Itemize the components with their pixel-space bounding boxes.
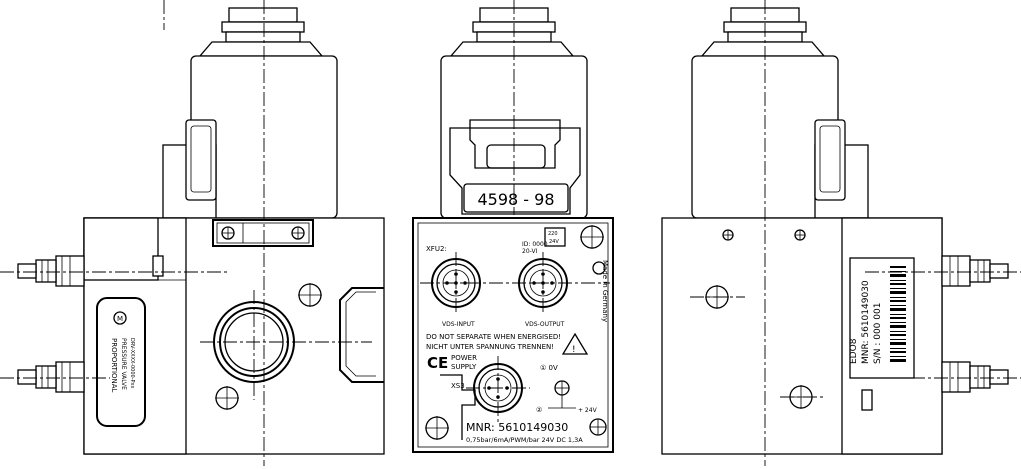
center-solenoid-cap — [449, 7, 575, 57]
center-conn-out-label: VDS-OUTPUT — [525, 321, 565, 328]
right-plate-barcode — [890, 266, 906, 362]
right-type-plate: EDO8 MNR: 5610149030 S/N : 000 001 — [849, 257, 915, 379]
center-power-2: SUPPLY — [451, 363, 477, 371]
center-pin-1: ① 0V — [540, 364, 558, 372]
left-clamp-plate — [212, 219, 314, 247]
center-holes — [425, 225, 607, 440]
center-valve-block — [412, 217, 614, 453]
center-ce-mark: CE — [427, 354, 448, 372]
center-center-lines — [420, 0, 610, 422]
left-nameplate-line-1: PROPORTIONAL — [110, 338, 118, 393]
center-made-in: Made in Germany — [601, 260, 609, 322]
svg-text:!: ! — [572, 345, 576, 355]
left-nameplate-line-2: PRESSURE VALVE — [120, 338, 127, 390]
right-plate-sn: S/N : 000 001 — [873, 303, 883, 364]
right-connector-lower — [941, 361, 1009, 393]
center-badge-1: 220 — [548, 231, 558, 237]
center-warn-de: NICHT UNTER SPANNUNG TRENNEN! — [426, 343, 554, 351]
center-connector-input: XFU2: VDS-INPUT — [426, 245, 481, 328]
center-mnr: MNR: 5610149030 — [466, 421, 568, 434]
right-plate-type: EDO8 — [849, 338, 859, 364]
center-xs-label: XS3 — [451, 382, 465, 390]
left-side-pocket — [339, 287, 384, 383]
left-nameplate-line-3: DRV-XXXX-0000-Pxx — [129, 338, 135, 388]
right-connector-upper — [941, 255, 1009, 287]
center-badge-4: 20-VI — [522, 248, 538, 255]
center-badge-2: 24V — [549, 239, 559, 245]
center-badge-3: ID: 0000 — [522, 241, 548, 248]
left-nameplate: M PROPORTIONAL PRESSURE VALVE DRV-XXXX-0… — [96, 297, 146, 427]
center-coil-label: 4598 - 98 — [477, 190, 554, 209]
right-solenoid-cap — [700, 7, 826, 57]
right-plate-mnr: MNR: 5610149030 — [861, 280, 871, 364]
center-rating: 0,75bar/6mA/PWM/bar 24V DC 1,3A — [466, 436, 583, 444]
center-warnings: DO NOT SEPARATE WHEN ENERGISED! NICHT UN… — [426, 332, 589, 372]
right-view: EDO8 MNR: 5610149030 S/N : 000 001 — [661, 0, 1021, 466]
left-side-lug — [162, 119, 217, 219]
left-holes — [215, 283, 322, 410]
center-conn-in-label: XFU2: — [426, 245, 447, 253]
left-connector-lower — [17, 361, 85, 393]
left-connector-upper — [17, 255, 85, 287]
left-solenoid-cap — [198, 7, 324, 57]
right-side-lug — [814, 119, 869, 219]
right-center-lines — [690, 0, 1021, 466]
center-coil-connector: 4598 - 98 — [449, 119, 581, 215]
center-pin-3: ② — [536, 406, 542, 414]
left-view: M PROPORTIONAL PRESSURE VALVE DRV-XXXX-0… — [0, 0, 385, 466]
center-pin-2: + 24V — [578, 407, 598, 414]
left-center-lines — [0, 0, 372, 466]
left-nameplate-logo: M — [117, 315, 123, 323]
center-warn-en: DO NOT SEPARATE WHEN ENERGISED! — [426, 333, 561, 341]
center-power-1: POWER — [451, 354, 477, 362]
left-electronics-housing — [83, 217, 187, 455]
center-view: 4598 - 98 XFU2: VDS-INPUT 220 24 — [412, 0, 614, 453]
center-conn-in-sub: VDS-INPUT — [442, 321, 475, 328]
